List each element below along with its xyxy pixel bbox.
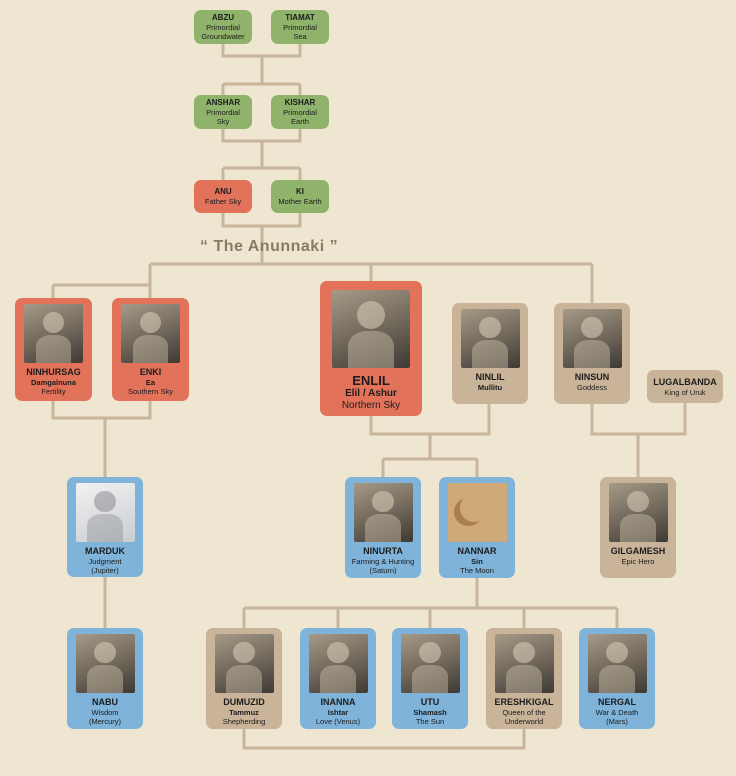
node-desc: (Mercury) (88, 717, 122, 726)
node-nannar: NANNAR Sin The Moon (439, 477, 515, 578)
node-desc: Southern Sky (127, 387, 174, 396)
ninhursag-portrait-icon (24, 304, 83, 363)
node-alias: Ishtar (327, 708, 349, 717)
node-abzu: ABZU Primordial Groundwater (194, 10, 252, 44)
node-name: NINURTA (363, 546, 403, 556)
node-ninhursag: NINHURSAG Damgalnuna Fertility (15, 298, 92, 401)
node-alias: Ea (145, 378, 156, 387)
node-desc: Shepherding (222, 717, 266, 726)
node-alias: Shamash (413, 708, 447, 717)
node-name: NINLIL (475, 372, 505, 382)
node-desc: Judgment (88, 557, 122, 566)
node-name: ABZU (211, 13, 235, 22)
node-anu: ANU Father Sky (194, 180, 252, 213)
node-desc: Farming & Hunting (351, 557, 415, 566)
node-alias: Tammuz (229, 708, 259, 717)
node-desc: Sea (293, 32, 307, 41)
node-desc: Primordial (283, 23, 317, 32)
node-name: NINSUN (574, 372, 610, 382)
node-desc: Fertility (41, 387, 66, 396)
node-name: MARDUK (85, 546, 125, 556)
node-name: KI (296, 187, 304, 196)
nabu-portrait-icon (75, 634, 135, 693)
node-alias: Damgalnuna (30, 378, 76, 387)
ninurta-portrait-icon (353, 483, 413, 542)
node-inanna: INANNA Ishtar Love (Venus) (300, 628, 376, 729)
enlil-portrait-icon (332, 290, 410, 368)
node-alias: Sin (471, 557, 483, 566)
node-desc: King of Uruk (664, 387, 706, 397)
node-name: GILGAMESH (610, 546, 666, 556)
node-desc: Goddess (576, 383, 608, 392)
utu-portrait-icon (400, 634, 460, 693)
node-desc: Queen of the (502, 708, 546, 717)
node-desc: (Mars) (606, 717, 628, 726)
node-enlil: ENLIL Elil / Ashur Northern Sky (320, 281, 422, 416)
node-desc: Mother Earth (278, 197, 322, 206)
node-alias: Mullitu (477, 383, 503, 392)
node-name: NANNAR (457, 546, 497, 556)
ninlil-portrait-icon (460, 309, 520, 368)
node-desc: Primordial (206, 108, 240, 117)
enki-portrait-icon (121, 304, 180, 363)
node-desc: Love (Venus) (315, 717, 361, 726)
node-desc: Northern Sky (341, 400, 401, 411)
node-desc: Underworld (504, 717, 544, 726)
node-ninsun: NINSUN Goddess (554, 303, 630, 404)
node-gilgamesh: GILGAMESH Epic Hero (600, 477, 676, 578)
node-name: ENLIL (352, 373, 390, 388)
node-name: ANSHAR (205, 98, 241, 107)
node-desc: Epic Hero (621, 557, 655, 566)
node-name: KISHAR (284, 98, 316, 107)
node-name: DUMUZID (223, 697, 265, 707)
node-name: NINHURSAG (26, 367, 81, 377)
crescent-moon-icon (447, 483, 507, 542)
node-name: LUGALBANDA (653, 376, 717, 387)
nergal-portrait-icon (587, 634, 647, 693)
node-desc: Primordial (206, 23, 240, 32)
node-kishar: KISHAR Primordial Earth (271, 95, 329, 129)
node-desc: Sky (216, 117, 230, 126)
node-name: INANNA (320, 697, 356, 707)
node-ereshkigal: ERESHKIGAL Queen of the Underworld (486, 628, 562, 729)
node-tiamat: TIAMAT Primordial Sea (271, 10, 329, 44)
node-desc: (Saturn) (369, 566, 397, 575)
inanna-portrait-icon (308, 634, 368, 693)
node-name: UTU (420, 697, 440, 707)
node-desc: War & Death (595, 708, 639, 717)
node-desc: Earth (291, 117, 309, 126)
node-name: ERESHKIGAL (494, 697, 554, 707)
node-desc: Groundwater (201, 32, 245, 41)
gilgamesh-portrait-icon (608, 483, 668, 542)
node-ki: KI Mother Earth (271, 180, 329, 213)
node-desc: Father Sky (204, 197, 242, 206)
diagram-title: “ The Anunnaki ” (200, 238, 339, 255)
node-name: ENKI (139, 367, 162, 377)
node-name: NABU (92, 697, 118, 707)
node-desc: Wisdom (91, 708, 119, 717)
node-lugalbanda: LUGALBANDA King of Uruk (647, 370, 723, 403)
node-dumuzid: DUMUZID Tammuz Shepherding (206, 628, 282, 729)
node-name: NERGAL (598, 697, 636, 707)
node-name: TIAMAT (285, 13, 315, 22)
node-desc: The Moon (460, 566, 494, 575)
node-desc: (Jupiter) (91, 566, 119, 575)
node-utu: UTU Shamash The Sun (392, 628, 468, 729)
node-desc: The Sun (415, 717, 445, 726)
node-name: ANU (214, 187, 232, 196)
node-marduk: MARDUK Judgment (Jupiter) (67, 477, 143, 577)
marduk-portrait-icon (75, 483, 135, 542)
node-alias: Elil / Ashur (345, 388, 397, 399)
node-nabu: NABU Wisdom (Mercury) (67, 628, 143, 729)
node-desc: Primordial (283, 108, 317, 117)
ninsun-portrait-icon (562, 309, 622, 368)
node-anshar: ANSHAR Primordial Sky (194, 95, 252, 129)
ereshkigal-portrait-icon (494, 634, 554, 693)
dumuzid-portrait-icon (214, 634, 274, 693)
node-ninurta: NINURTA Farming & Hunting (Saturn) (345, 477, 421, 578)
node-ninlil: NINLIL Mullitu (452, 303, 528, 404)
node-nergal: NERGAL War & Death (Mars) (579, 628, 655, 729)
node-enki: ENKI Ea Southern Sky (112, 298, 189, 401)
